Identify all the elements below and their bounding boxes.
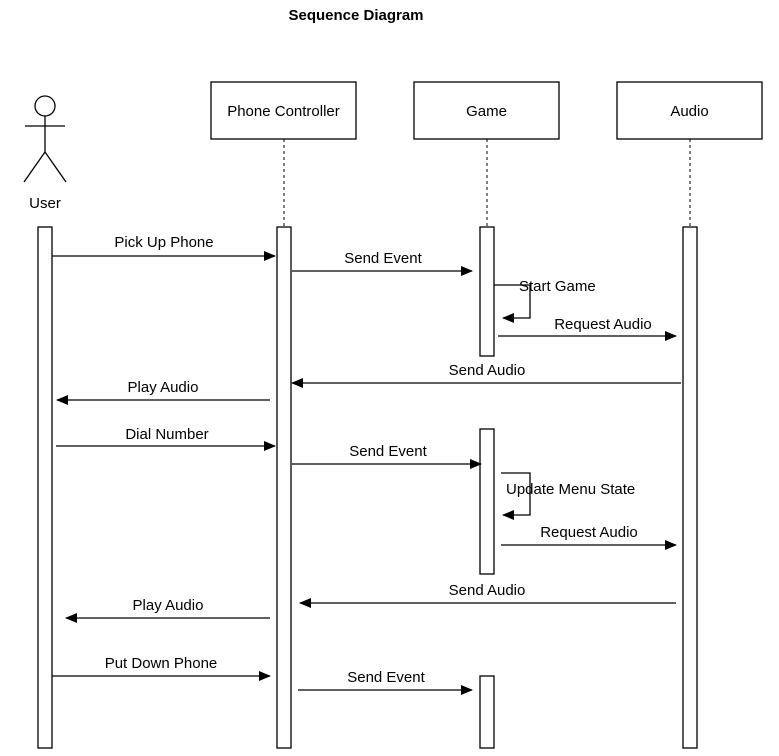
message-label: Update Menu State	[506, 481, 635, 498]
activation-bar-game	[479, 675, 495, 749]
stick-figure-icon	[23, 95, 67, 183]
participant-label: Audio	[670, 103, 708, 120]
message-label: Send Event	[349, 443, 427, 460]
message-start-game: Start Game	[494, 278, 596, 323]
message-label: Pick Up Phone	[114, 234, 213, 251]
message-send-event: Send Event	[292, 443, 482, 469]
message-send-audio: Send Audio	[291, 362, 681, 388]
activation-bar-phone-controller	[276, 226, 292, 749]
message-dial-number: Dial Number	[56, 426, 276, 451]
message-send-event: Send Event	[298, 669, 473, 695]
message-play-audio: Play Audio	[65, 597, 270, 623]
message-label: Send Event	[344, 250, 422, 267]
message-send-audio: Send Audio	[299, 582, 676, 608]
message-send-event: Send Event	[292, 250, 473, 276]
message-label: Send Audio	[449, 362, 526, 379]
message-request-audio: Request Audio	[501, 524, 677, 550]
message-label: Put Down Phone	[105, 655, 218, 672]
message-label: Request Audio	[554, 316, 652, 333]
participant-phone-controller[interactable]: Phone Controller	[210, 81, 357, 140]
message-label: Start Game	[519, 278, 596, 295]
message-label: Dial Number	[125, 426, 208, 443]
message-label: Send Audio	[449, 582, 526, 599]
message-label: Play Audio	[128, 379, 199, 396]
diagram-title: Sequence Diagram	[288, 7, 423, 24]
user-actor-label: User	[29, 195, 61, 212]
message-label: Play Audio	[133, 597, 204, 614]
participant-label: Game	[466, 103, 507, 120]
activation-bar-user	[37, 226, 53, 749]
activation-bar-game	[479, 428, 495, 575]
message-update-menu-state: Update Menu State	[501, 472, 635, 520]
message-request-audio: Request Audio	[498, 316, 677, 341]
message-label: Send Event	[347, 669, 425, 686]
message-play-audio: Play Audio	[56, 379, 270, 405]
user-actor[interactable]: User	[23, 95, 67, 212]
message-label: Request Audio	[540, 524, 638, 541]
message-pick-up-phone: Pick Up Phone	[52, 234, 276, 261]
participant-label: Phone Controller	[227, 103, 340, 120]
message-put-down-phone: Put Down Phone	[52, 655, 271, 681]
participant-game[interactable]: Game	[413, 81, 560, 140]
activation-bar-audio	[682, 226, 698, 749]
activation-bar-game	[479, 226, 495, 357]
participant-audio[interactable]: Audio	[616, 81, 763, 140]
